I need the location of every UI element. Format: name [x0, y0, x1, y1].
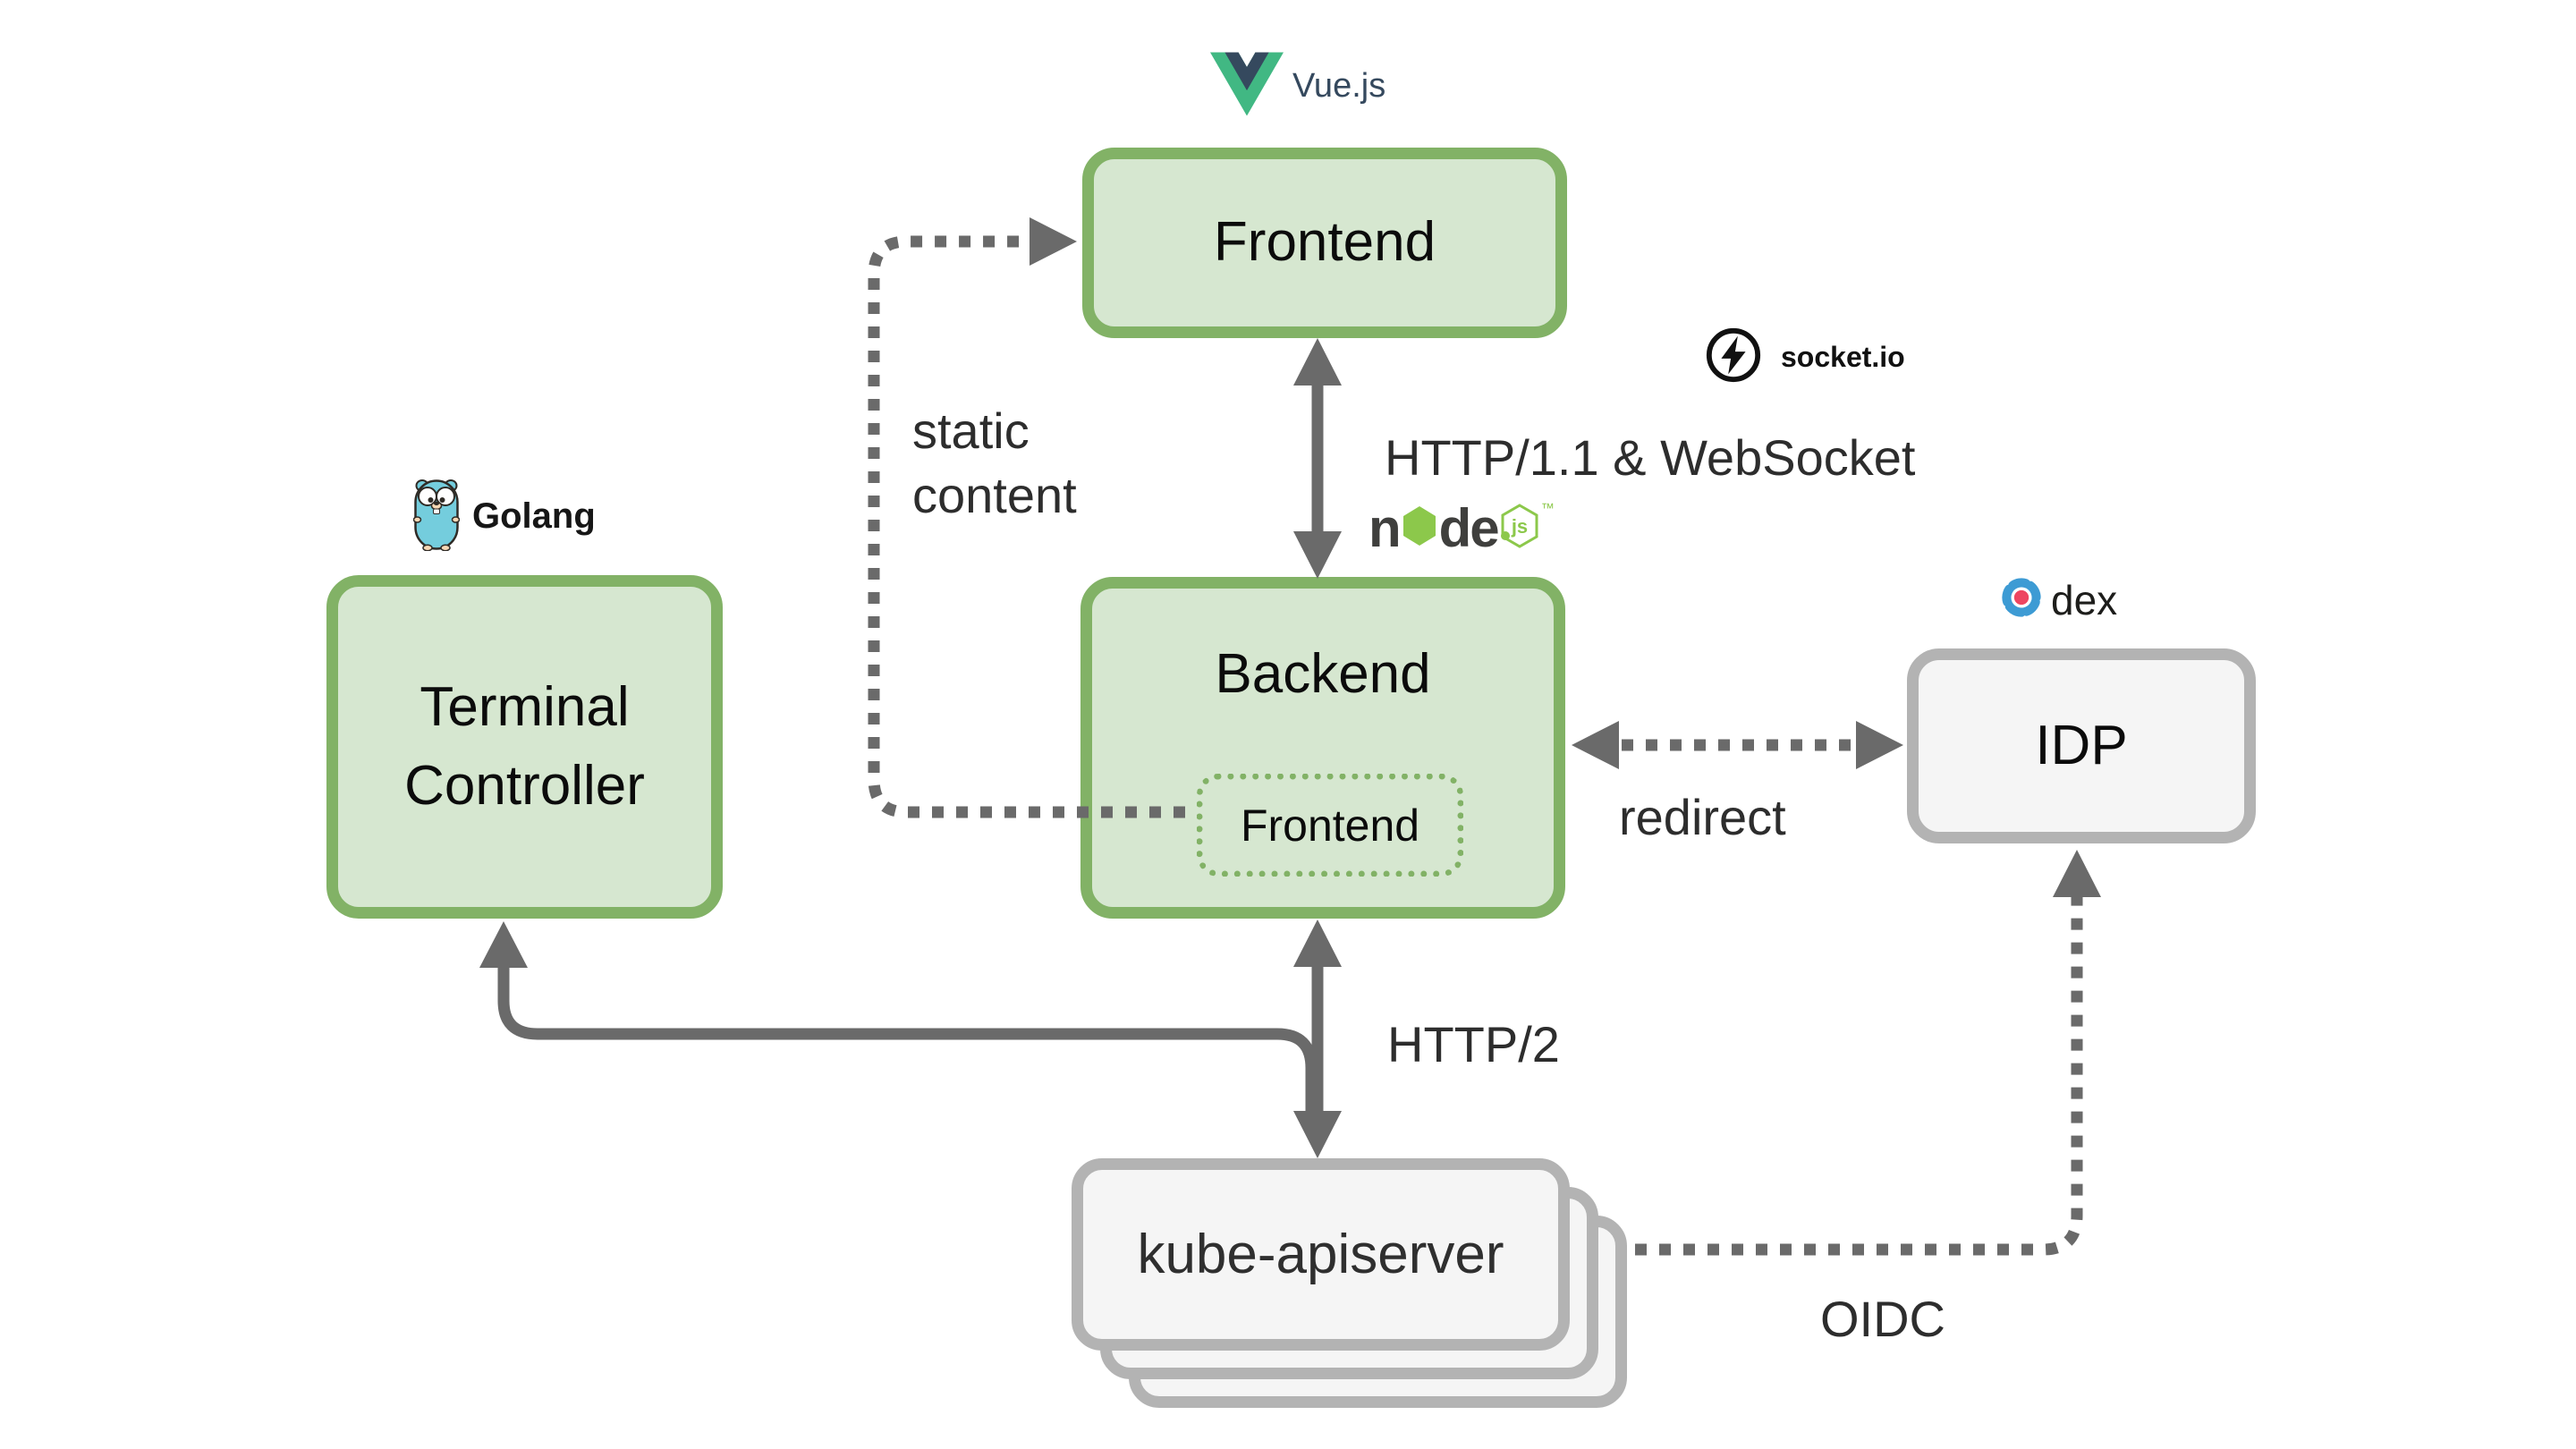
kube-apiserver-node: kube-apiserver [1072, 1158, 1570, 1351]
vuejs-icon [1210, 52, 1284, 121]
nodejs-js-badge-text: js [1511, 515, 1528, 538]
nodejs-logo: n de js ™ [1368, 497, 1555, 558]
nodejs-letters-de: de [1438, 497, 1500, 558]
frontend-node: Frontend [1082, 148, 1567, 338]
kube-apiserver-label: kube-apiserver [1137, 1224, 1504, 1285]
embedded-frontend-label: Frontend [1240, 800, 1420, 851]
frontend-label: Frontend [1213, 211, 1436, 274]
terminal-controller-label-line1: Terminal [419, 675, 630, 738]
static-content-line1: static [912, 402, 1030, 459]
nodejs-e-dot [1501, 531, 1510, 540]
vuejs-logo: Vue.js [1210, 52, 1385, 121]
backend-node: Backend Frontend [1080, 577, 1565, 919]
vuejs-label: Vue.js [1292, 67, 1386, 105]
nodejs-letter-n: n [1368, 497, 1402, 558]
embedded-frontend-node: Frontend [1197, 774, 1463, 877]
terminal-controller-branch-arrow [479, 921, 1318, 1111]
http11-websocket-edge-label: HTTP/1.1 & WebSocket [1385, 429, 1916, 486]
golang-label: Golang [472, 496, 596, 536]
redirect-arrow [1572, 721, 1903, 769]
golang-logo: Golang [412, 478, 596, 555]
nodejs-js-badge-icon: js [1500, 503, 1539, 553]
oidc-arrow [1635, 850, 2101, 1256]
oidc-edge-label: OIDC [1820, 1291, 1945, 1347]
idp-node: IDP [1907, 648, 2256, 843]
idp-label: IDP [2035, 714, 2128, 776]
dex-label: dex [2051, 576, 2118, 623]
gopher-icon [412, 478, 461, 555]
socketio-logo: socket.io [1704, 326, 1905, 389]
backend-label: Backend [1215, 643, 1431, 705]
socketio-icon [1704, 326, 1763, 389]
terminal-controller-node: Terminal Controller [326, 575, 723, 919]
redirect-edge-label: redirect [1619, 789, 1786, 845]
static-content-line2: content [912, 466, 1077, 523]
nodejs-hexagon-icon [1402, 505, 1437, 551]
static-content-edge-label: static content [912, 399, 1077, 527]
nodejs-trademark: ™ [1540, 501, 1555, 516]
frontend-backend-arrow [1293, 338, 1342, 579]
socketio-label: socket.io [1781, 341, 1905, 373]
http2-edge-label: HTTP/2 [1387, 1016, 1560, 1072]
terminal-controller-label-line2: Controller [404, 755, 645, 817]
dex-logo: dex [1999, 573, 2117, 626]
dex-icon [1999, 573, 2044, 626]
backend-kube-arrow [1293, 919, 1342, 1158]
